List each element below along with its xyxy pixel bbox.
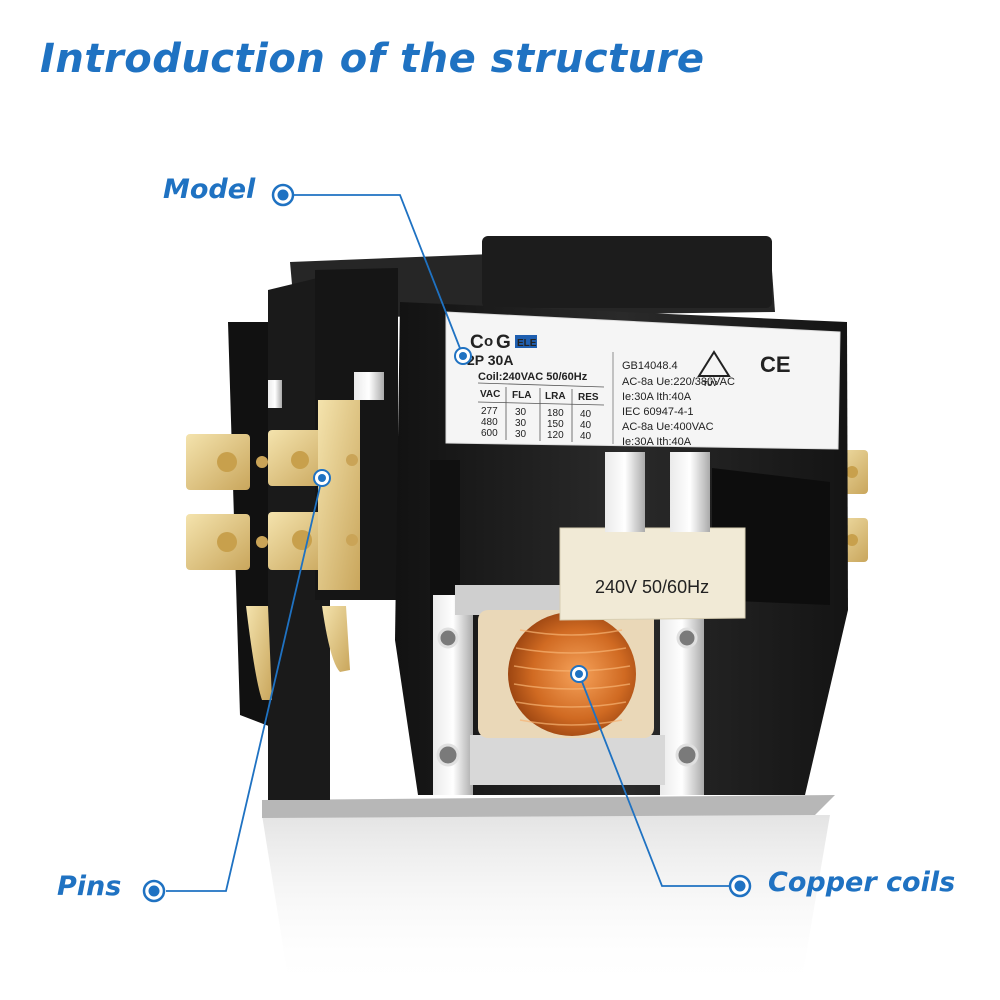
copper-leader-line: [578, 673, 739, 887]
table-header-1: FLA: [512, 390, 531, 401]
spec-label: C o G ELE 2P 30A Coil:240VAC 50/60Hz VAC…: [445, 311, 841, 450]
table-header-3: RES: [578, 392, 599, 403]
model-leader-line: [294, 194, 464, 357]
brand-o: o: [484, 333, 493, 350]
spec-line: GB14048.4: [622, 360, 678, 372]
table-cell: 277: [481, 406, 498, 417]
copper-coil: [478, 610, 654, 738]
model-callout-label: Model: [163, 174, 256, 205]
ce-mark: CE: [760, 352, 791, 377]
spec-line: Ie:30A Ith:40A: [622, 436, 692, 448]
coil-assembly: 240V 50/60Hz: [433, 452, 746, 795]
rating-table: VAC FLA LRA RES 277 30 180 40 480 30 150…: [477, 387, 605, 442]
model-text: 2P 30A: [467, 352, 513, 368]
marker-dots: [142, 183, 752, 903]
coil-terminals: [605, 452, 710, 532]
table-cell: 30: [515, 407, 527, 418]
pins-point-marker: [313, 469, 331, 487]
spec-line: Ie:30A Ith:40A: [622, 391, 692, 403]
spec-lines: GB14048.4 AC-8a Ue:220/380VAC Ie:30A Ith…: [622, 360, 735, 448]
spec-line: AC-8a Ue:220/380VAC: [622, 376, 735, 388]
table-cell: 120: [547, 430, 564, 441]
model-callout-marker: [271, 183, 295, 207]
brand-badge: [515, 335, 537, 348]
brand-badge-text: ELE: [517, 338, 537, 349]
table-cell: 30: [515, 418, 527, 429]
base-plate: [262, 795, 835, 818]
table-cell: 600: [481, 428, 498, 439]
page-title: Introduction of the structure: [40, 36, 705, 82]
model-point-marker: [454, 347, 472, 365]
table-cell: 40: [580, 420, 592, 431]
table-cell: 40: [580, 409, 592, 420]
table-header-2: LRA: [545, 391, 566, 402]
tuv-mark-icon: TÜV: [697, 350, 731, 388]
table-cell: 480: [481, 417, 498, 428]
brand-g: G: [496, 332, 511, 353]
pins-leader-line: [166, 477, 323, 892]
tuv-text: TÜV: [703, 379, 717, 388]
left-terminals: [186, 372, 384, 700]
copper-coils-callout-label: Copper coils: [768, 867, 956, 898]
table-header-0: VAC: [480, 389, 500, 400]
table-cell: 150: [547, 419, 564, 430]
spec-line: AC-8a Ue:400VAC: [622, 421, 714, 433]
table-cell: 40: [580, 431, 592, 442]
table-cell: 180: [547, 408, 564, 419]
coil-tag: 240V 50/60Hz: [559, 527, 746, 621]
pins-callout-marker: [142, 879, 166, 903]
brand-c: C: [470, 332, 484, 353]
copper-callout-marker: [728, 874, 752, 898]
floor-reflection: [262, 815, 830, 990]
coil-text: Coil:240VAC 50/60Hz: [478, 371, 588, 383]
coil-tag-text: 240V 50/60Hz: [595, 577, 709, 597]
copper-point-marker: [570, 665, 588, 683]
leader-lines: [166, 194, 739, 892]
pins-callout-label: Pins: [57, 871, 122, 902]
spec-line: IEC 60947-4-1: [622, 406, 694, 418]
table-cell: 30: [515, 429, 527, 440]
